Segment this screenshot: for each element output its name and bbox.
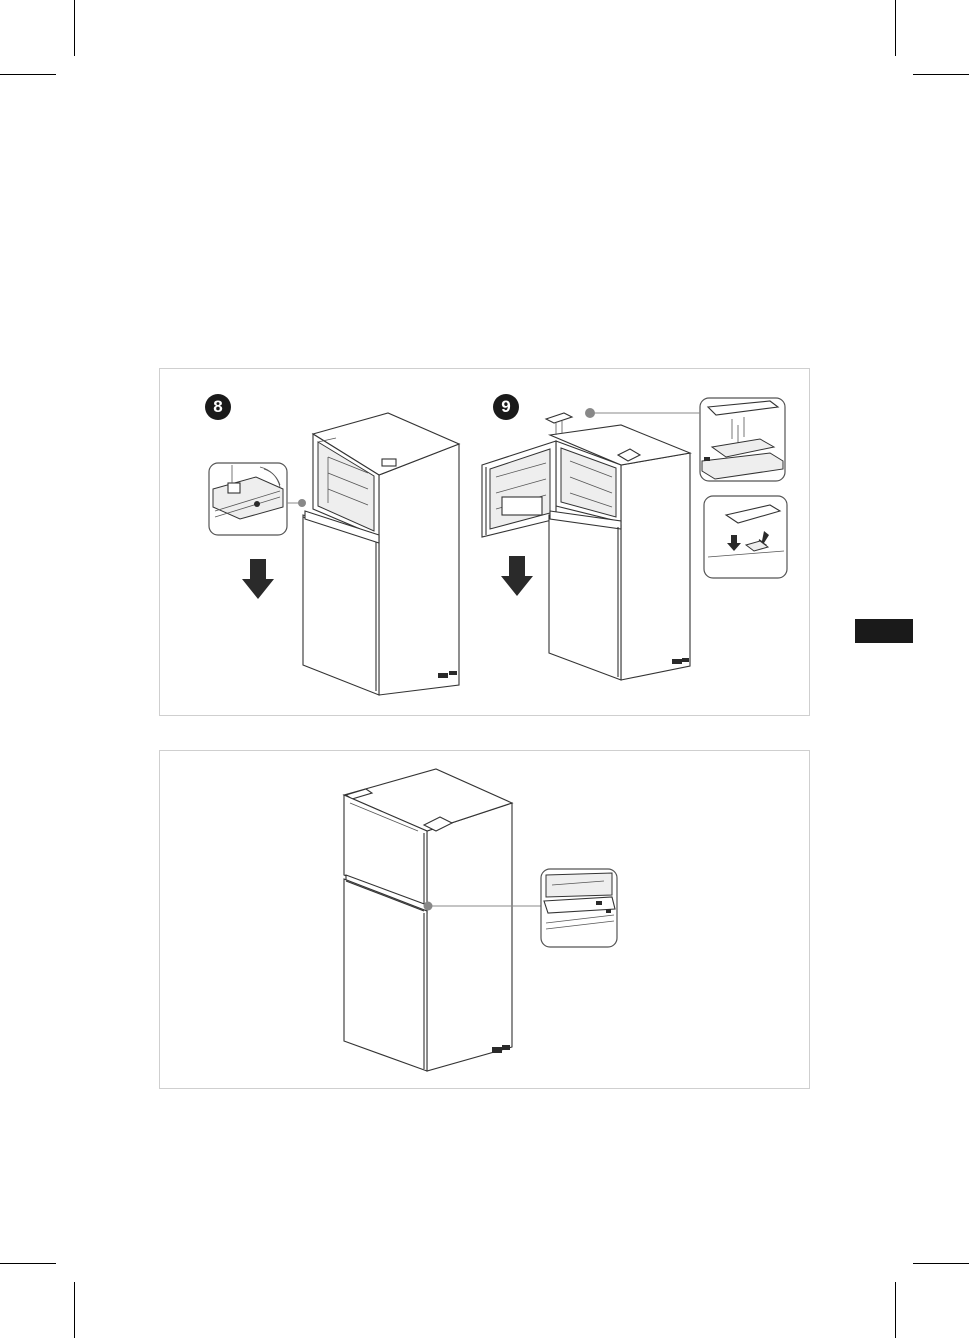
detail-inset-step-9-hinge-cover xyxy=(704,496,787,578)
illustration-panel-closed-fridge xyxy=(159,750,810,1089)
crop-mark-bottom-left-horizontal xyxy=(0,1263,56,1264)
crop-mark-top-left-vertical xyxy=(74,0,75,56)
section-tab-marker xyxy=(855,619,913,643)
crop-mark-bottom-left-vertical xyxy=(74,1282,75,1338)
detail-inset-step-8-hinge xyxy=(209,463,287,535)
down-arrow-icon-step-8 xyxy=(242,559,274,599)
detail-inset-door-alignment xyxy=(541,869,617,947)
steps-8-9-line-art xyxy=(160,369,811,717)
fridge-closed-illustration xyxy=(344,769,512,1071)
crop-mark-top-left-horizontal xyxy=(0,74,56,75)
crop-mark-top-right-horizontal xyxy=(913,74,969,75)
crop-mark-bottom-right-vertical xyxy=(895,1282,896,1338)
fridge-step-9-illustration xyxy=(482,413,690,680)
illustration-panel-steps-8-9: 8 9 xyxy=(159,368,810,716)
down-arrow-icon-step-9 xyxy=(501,556,533,596)
closed-fridge-line-art xyxy=(160,751,811,1090)
crop-mark-top-right-vertical xyxy=(895,0,896,56)
detail-inset-step-9-hinge-screws xyxy=(700,398,785,481)
fridge-step-8-illustration xyxy=(303,413,459,695)
crop-mark-bottom-right-horizontal xyxy=(913,1263,969,1264)
